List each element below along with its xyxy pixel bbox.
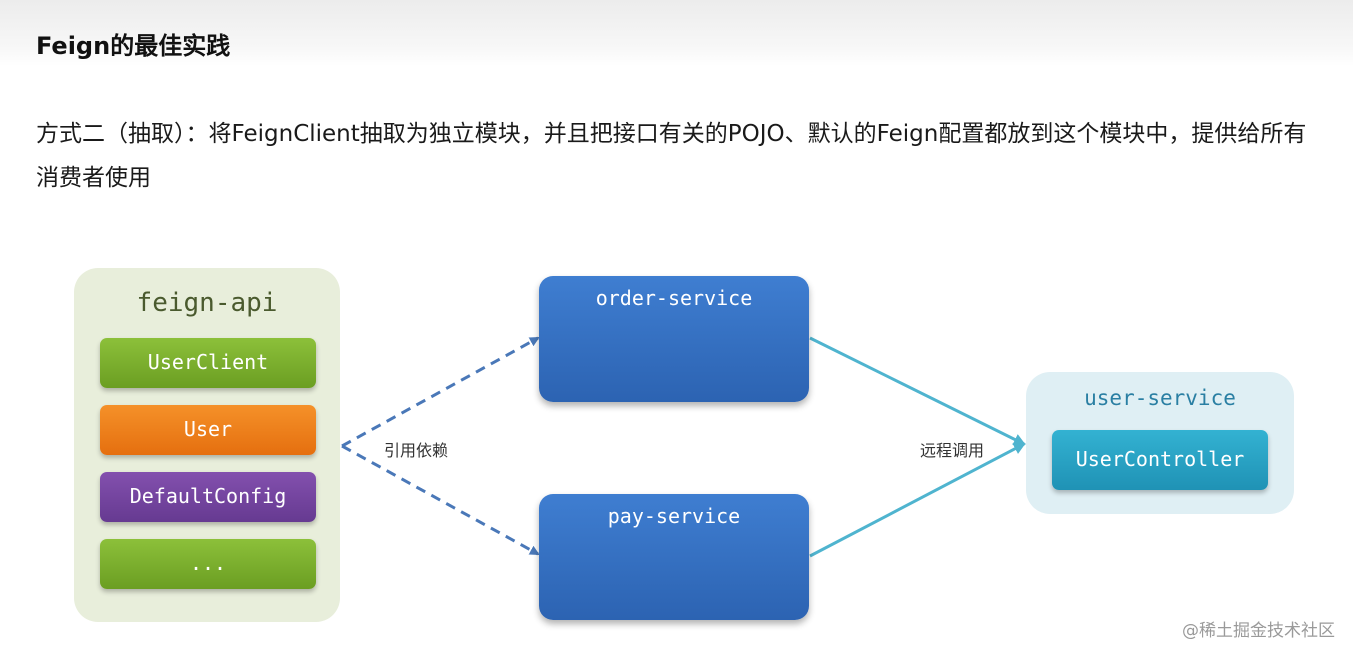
watermark: @稀土掘金技术社区 <box>1182 621 1335 641</box>
user-service-module: user-service UserController <box>1026 372 1294 514</box>
dependency-arrow-order <box>341 336 540 448</box>
remote-call-arrow-pay <box>809 442 1026 558</box>
usercontroller-box: UserController <box>1052 430 1268 490</box>
pay-service-label: pay-service <box>607 504 741 528</box>
page-title: Feign的最佳实践 <box>36 32 231 60</box>
user-pojo-box: User <box>100 405 316 455</box>
header-band <box>0 0 1353 66</box>
user-service-title: user-service <box>1084 386 1236 410</box>
dependency-label: 引用依赖 <box>384 441 449 460</box>
remote-call-arrow-order <box>809 336 1026 446</box>
more-items-box: ... <box>100 539 316 589</box>
defaultconfig-box: DefaultConfig <box>100 472 316 522</box>
feign-api-module: feign-api UserClient User DefaultConfig … <box>74 268 340 622</box>
dependency-arrow-pay <box>341 444 540 556</box>
userclient-box: UserClient <box>100 338 316 388</box>
feign-api-title: feign-api <box>136 288 278 318</box>
order-service-box: order-service <box>539 276 809 402</box>
order-service-label: order-service <box>595 286 753 310</box>
description-text: 方式二（抽取）：将FeignClient抽取为独立模块，并且把接口有关的POJO… <box>36 121 1307 191</box>
remote-call-label: 远程调用 <box>920 441 985 460</box>
pay-service-box: pay-service <box>539 494 809 620</box>
